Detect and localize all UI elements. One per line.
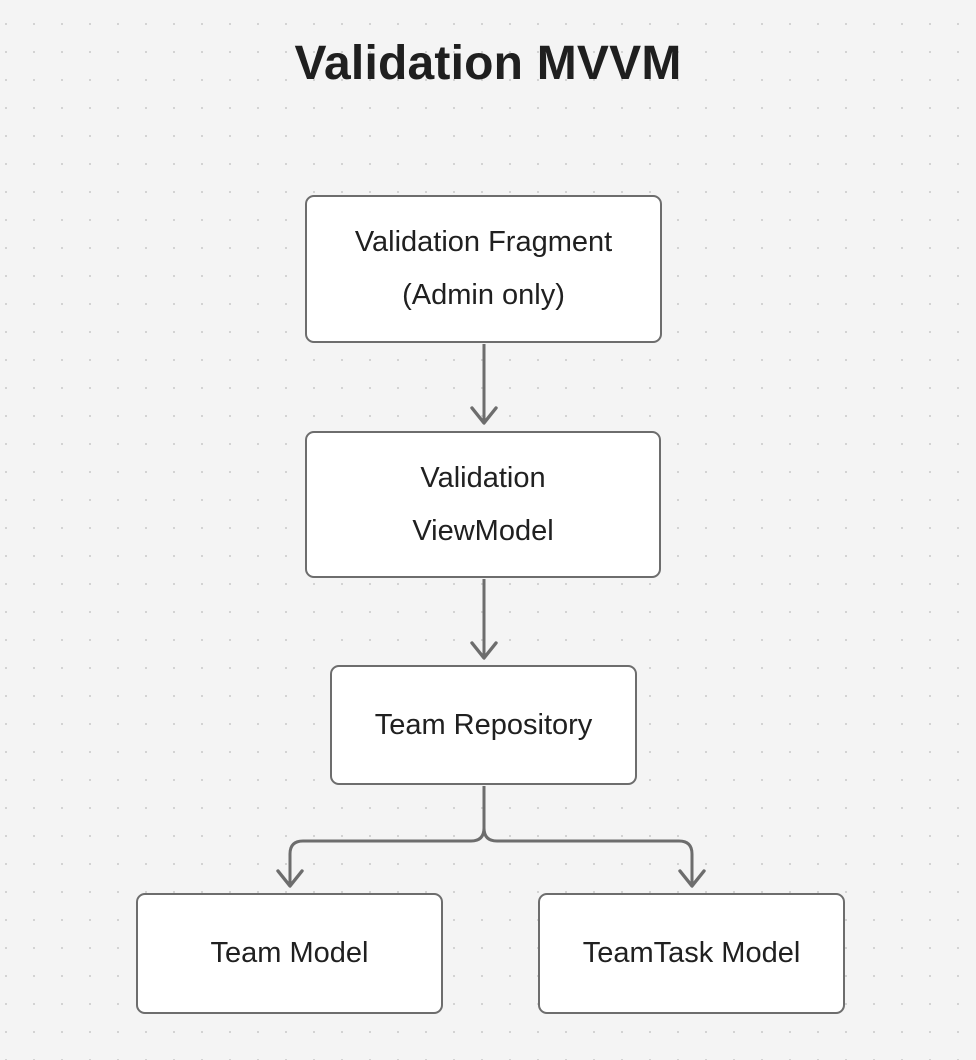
node-validation-viewmodel[interactable]: Validation ViewModel (305, 431, 661, 578)
edge-repository-to-teamtask-model-arrowhead (678, 869, 706, 888)
node-team-model[interactable]: Team Model (136, 893, 443, 1014)
edge-repository-to-teamtask-model (482, 827, 694, 884)
node-team-repository[interactable]: Team Repository (330, 665, 637, 785)
node-validation-fragment[interactable]: Validation Fragment (Admin only) (305, 195, 662, 343)
node-teamtask-model-line1: TeamTask Model (582, 937, 801, 969)
node-teamtask-model[interactable]: TeamTask Model (538, 893, 845, 1014)
edge-repository-to-team-model-arrowhead (276, 869, 304, 888)
edge-repository-to-team-model (288, 827, 486, 884)
node-validation-viewmodel-line2: ViewModel (412, 514, 554, 547)
node-validation-fragment-line2: (Admin only) (402, 279, 565, 311)
node-validation-viewmodel-line1: Validation (420, 461, 546, 494)
page-title: Validation MVVM (294, 37, 682, 90)
node-validation-fragment-line1: Validation Fragment (354, 226, 613, 258)
node-team-model-line1: Team Model (210, 937, 369, 969)
edge-viewmodel-to-repository-arrowhead (470, 641, 498, 660)
edge-fragment-to-viewmodel-arrowhead (470, 406, 498, 425)
node-team-repository-line1: Team Repository (374, 708, 593, 741)
